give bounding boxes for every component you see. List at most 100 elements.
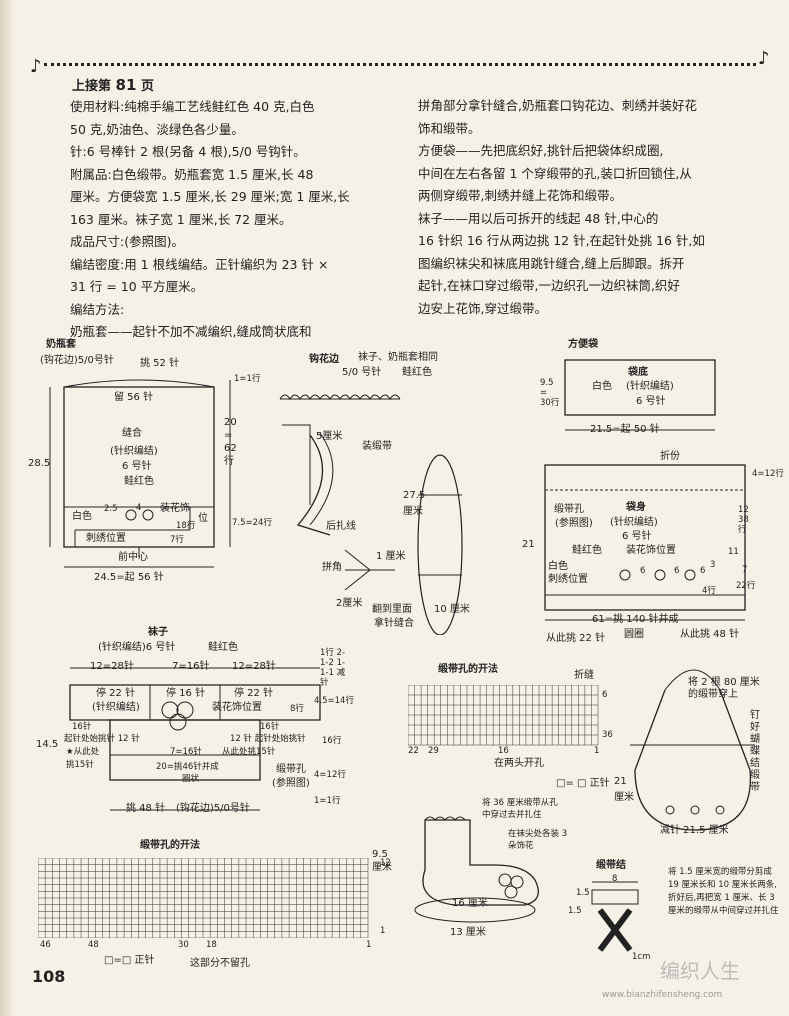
edging-cm1: 1 厘米 xyxy=(376,551,406,562)
bag-r4: 4行 xyxy=(702,586,716,596)
sock-pick16c: 从此处挑15针 xyxy=(222,747,276,757)
ribbon-hole-title: 缎带孔的开法 xyxy=(438,664,498,675)
edging-ribbon: 装缎带 xyxy=(362,441,392,452)
instruction-line: 图编织袜尖和袜底用跳针缝合,缝上后脚跟。拆开 xyxy=(418,255,685,271)
instruction-line: 附属品:白色缎带。奶瓶套宽 1.5 厘米,长 48 xyxy=(70,166,314,182)
ribbon-knot-note: 将 1.5 厘米宽的缎带分剪成 19 厘米长和 10 厘米长两条,折好后,再把宽… xyxy=(668,867,779,916)
edging-title: 钩花边 xyxy=(309,354,339,365)
sock-hole: 缎带孔 xyxy=(276,764,306,775)
bag-needle: 6 号针 xyxy=(636,396,666,407)
bottle-front-center: 前中心 xyxy=(118,552,148,563)
bag-r7: 7 xyxy=(742,565,748,575)
bc-n30: 30 xyxy=(178,940,189,950)
edging-cm2: 2厘米 xyxy=(336,598,363,609)
rh-n1: 1 xyxy=(594,746,600,756)
sock-pick46: 20=挑46针并成 xyxy=(156,762,219,772)
watermark-logo: 编织人生 xyxy=(660,959,740,983)
bag-n6b: 6 xyxy=(674,566,680,576)
instruction-line: 16 针织 16 行从两边挑 12 针,在起针处挑 16 针,如 xyxy=(418,233,705,248)
edging-h275: 27.5 xyxy=(403,490,426,501)
edging-desc: 袜子、奶瓶套相同 xyxy=(358,352,438,363)
sock-w16: 16 厘米 xyxy=(452,898,488,909)
bag-decopos: 装花饰位置 xyxy=(626,545,676,556)
instruction-line: 方便袋——先把底织好,挑针后把袋体织成圈, xyxy=(418,143,664,158)
instruction-line: 163 厘米。袜子宽 1 厘米,长 72 厘米。 xyxy=(70,211,292,227)
bottle-pick-label: 挑 52 针 xyxy=(140,358,180,369)
bag-bow-note: 钉好蝴蝶结缎带 xyxy=(750,710,760,793)
bottle-color-label: 鲑红色 xyxy=(124,476,154,487)
rh-n16: 16 xyxy=(498,746,509,756)
bottle-white-label: 白色 xyxy=(72,511,92,522)
rh-n36: 36 xyxy=(602,730,613,740)
instruction-line: 袜子——用以后可拆开的线起 48 针,中心的 xyxy=(418,210,659,226)
bag-h21b: 21 xyxy=(614,776,627,787)
instruction-line: 边安上花饰,穿过缎带。 xyxy=(418,300,547,316)
bottle-r1: 1=1行 xyxy=(234,374,261,384)
sock-start12: 起针处始挑针 12 针 xyxy=(64,734,140,744)
instruction-line: 编结方法: xyxy=(70,301,125,317)
bottle-seam-label: 缝合 xyxy=(122,428,142,439)
edging-needle: 5/0 号针 xyxy=(342,367,382,378)
rh-n6: 6 xyxy=(602,690,608,700)
bag-title: 方便袋 xyxy=(568,339,598,350)
sock-diagram xyxy=(69,667,321,811)
sock-stop16: 停 16 针 xyxy=(166,688,206,699)
bag-illustration xyxy=(630,669,755,831)
rk-n1cm: 1cm xyxy=(632,952,651,962)
bag-n3: 3 xyxy=(710,560,716,570)
instruction-line: 31 行 = 10 平方厘米。 xyxy=(70,279,204,294)
bag-color: 鲑红色 xyxy=(572,545,602,556)
edging-corner: 拼角 xyxy=(322,562,342,573)
big-chart-title: 缎带孔的开法 xyxy=(140,840,200,851)
bag-w61: 61=挑 140 针并成 xyxy=(592,614,679,625)
bag-pick22: 从此挑 22 针 xyxy=(546,633,606,644)
sock-circle: 圈状 xyxy=(182,774,200,784)
bc-note: 这部分不留孔 xyxy=(190,958,250,969)
bc-legend: □=□ 正针 xyxy=(104,955,155,966)
bag-needle2: 6 号针 xyxy=(622,531,652,542)
sock-stop22a: 停 22 针 xyxy=(96,688,136,699)
rh-tip: 在袜尖处各装 3 xyxy=(508,829,568,839)
edging-tie: 后扎线 xyxy=(326,521,356,532)
sock-cm: 厘米 xyxy=(372,862,392,873)
sock-w12b: 12=28针 xyxy=(232,661,276,672)
rk-n8: 8 xyxy=(612,874,618,884)
page-binding xyxy=(0,0,14,1016)
bottle-embroidery-label: 刺绣位置 xyxy=(86,533,126,544)
ribbon-knot-title: 缎带结 xyxy=(596,860,626,871)
sock-h145: 14.5 xyxy=(36,739,59,750)
bag-embroid: 刺绣位置 xyxy=(548,574,588,585)
sock-knit2: (针织编结) xyxy=(92,702,140,713)
big-ribbon-hole-chart xyxy=(38,858,369,938)
edging-sew: 拿针缝合 xyxy=(374,618,414,629)
music-note-icon: ♪ xyxy=(758,48,770,69)
sock-pick15: 挑15针 xyxy=(66,760,94,770)
page-number: 108 xyxy=(32,967,66,986)
bag-h21: 21 xyxy=(522,539,535,550)
bc-n48: 48 xyxy=(88,940,99,950)
bag-diagram xyxy=(544,359,746,621)
bag-width: 21.5=起 50 针 xyxy=(590,424,660,435)
bottle-deco-label: 装花饰 xyxy=(160,503,190,514)
rh-tip2: 朵饰花 xyxy=(508,841,534,851)
sock-r12: 4=12行 xyxy=(314,770,346,780)
sock-w13: 13 厘米 xyxy=(450,927,486,938)
instructions-right-column: 拼角部分拿针缝合,奶瓶套口钩花边、刺绣并装好花饰和缎带。方便袋——先把底织好,挑… xyxy=(418,95,758,320)
edging-w10: 10 厘米 xyxy=(434,604,470,615)
ribbon-hole-seam: 折缝 xyxy=(574,670,594,681)
sock-pick16b: 16针 xyxy=(260,722,280,732)
rh-legend: □= □ 正针 xyxy=(556,778,610,789)
bottle-n4: 4 xyxy=(136,503,142,513)
instruction-line: 起针,在袜口穿过缎带,一边织孔一边织袜筒,织好 xyxy=(418,278,680,293)
bottle-rows18: 18行 xyxy=(176,521,196,531)
instruction-line: 中间在左右各留 1 个穿缎带的孔,装口折回锁住,从 xyxy=(418,165,692,181)
sock-stop22b: 停 22 针 xyxy=(234,688,274,699)
bag-n6a: 6 xyxy=(640,566,646,576)
bc-n12: 12 xyxy=(380,858,391,868)
edging-inside: 翻到里面 xyxy=(372,604,412,615)
bc-n46: 46 xyxy=(40,940,51,950)
dotted-divider xyxy=(44,63,756,66)
edging-cm: 厘米 xyxy=(403,506,423,517)
